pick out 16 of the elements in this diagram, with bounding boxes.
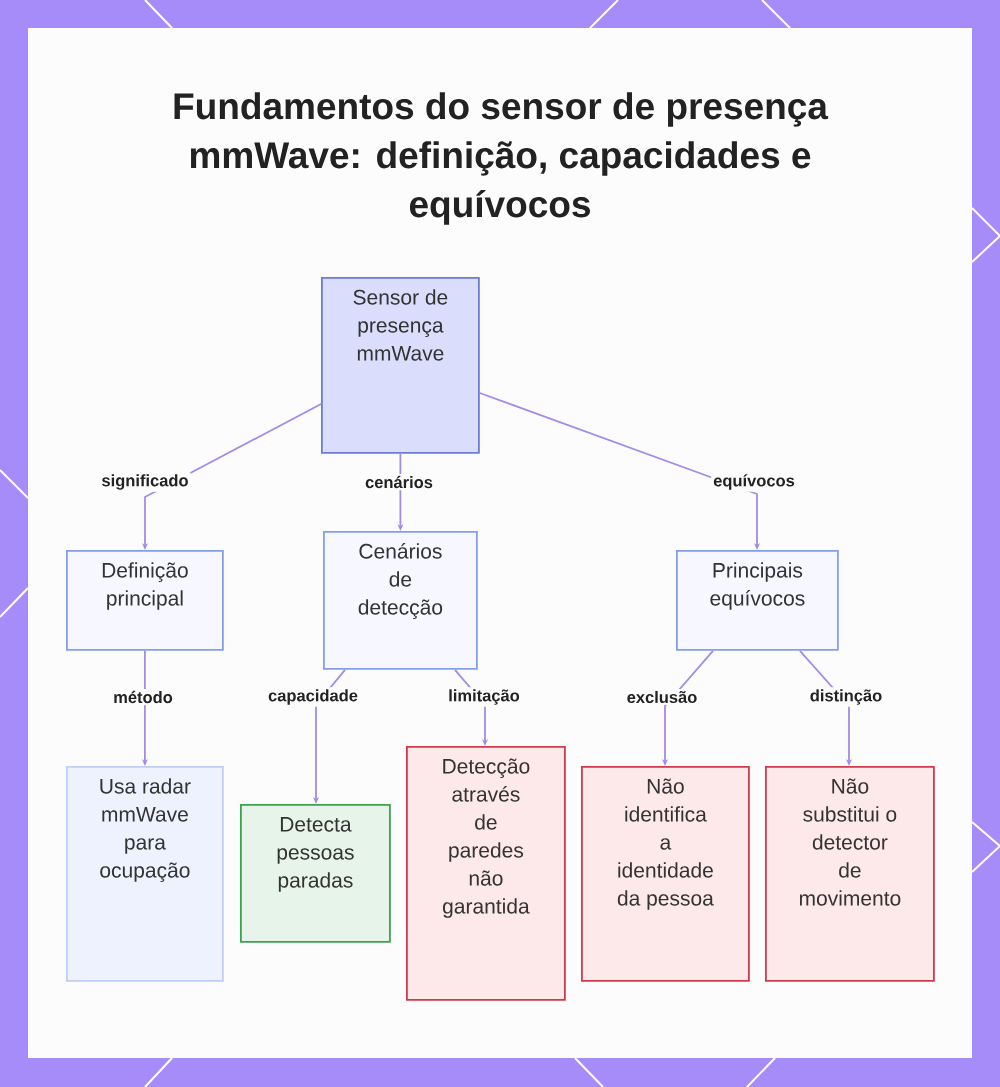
edge-label: significado — [99, 472, 191, 492]
detail-box: Detecta pessoas paradas — [240, 804, 391, 943]
detail-box: Usa radar mmWave para ocupação — [66, 766, 224, 982]
edge-label: distinção — [807, 687, 885, 707]
category-box: Definição principal — [66, 550, 224, 651]
detail-box: Não identifica a identidade da pessoa — [581, 766, 750, 982]
detail-box: Detecção através de paredes não garantida — [406, 746, 566, 1001]
category-box: Principais equívocos — [676, 550, 839, 651]
detail-box: Não substitui o detector de movimento — [765, 766, 935, 982]
edge-label: limitação — [446, 687, 522, 707]
edge-label: equívocos — [711, 472, 797, 492]
arrow — [478, 392, 761, 550]
category-box: Cenários de detecção — [323, 531, 478, 670]
title: Fundamentos do sensor de presença mmWave: definição, capacidades e equívocos — [174, 92, 829, 225]
edge-label: capacidade — [266, 687, 360, 707]
topic-box: Sensor de presença mmWave — [321, 277, 480, 454]
